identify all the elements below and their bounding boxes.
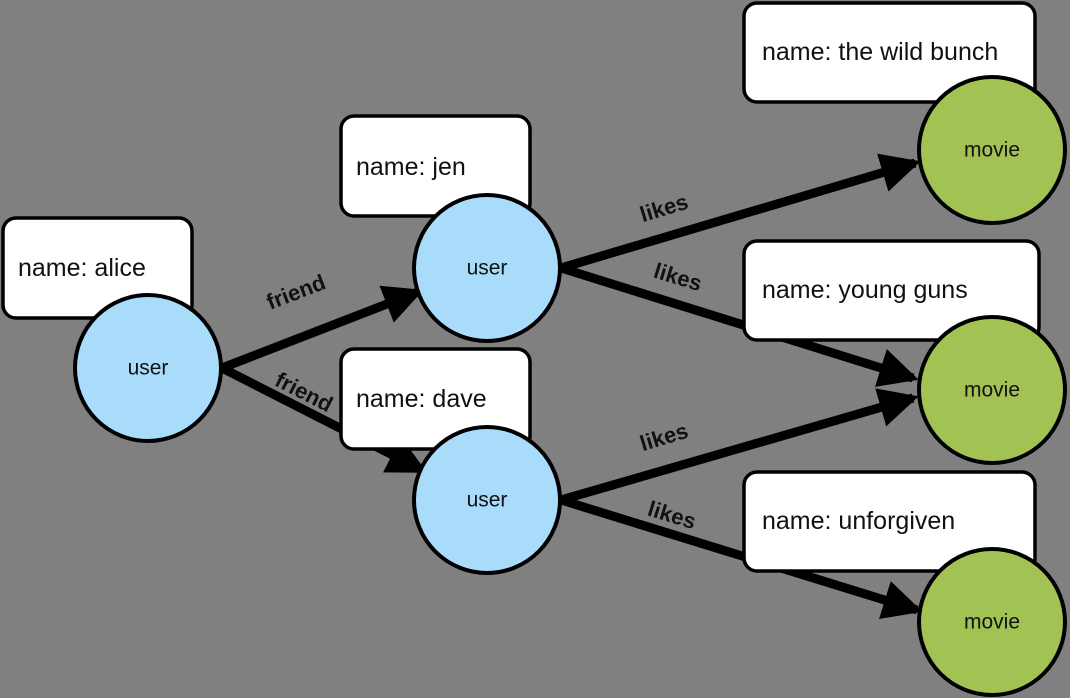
graph-edge [559,388,919,505]
property-boxes-layer: name: alice name: jen name: dave name: the … [1,1,1041,573]
property-box [742,239,1041,342]
graph-node-jen [412,193,562,343]
property-text: name: alice [18,254,146,282]
graph-edge [220,285,424,373]
graph-edge [559,495,923,619]
property-text: name: the wild bunch [762,38,998,66]
edge-label: friend [263,269,329,314]
node-type-label: movie [964,379,1020,402]
edge-label: likes [651,258,705,296]
edge-label: likes [637,418,691,456]
edges-layer [219,153,923,619]
node-type-label: user [467,257,508,280]
graph-node-young_guns [917,315,1067,465]
property-text: name: young guns [762,276,968,304]
graph-edge [219,363,428,475]
node-type-label: movie [964,611,1020,634]
property-box [742,1,1037,104]
graph-edge [559,153,921,273]
property-text: name: jen [356,153,466,181]
property-box [742,470,1037,573]
graph-node-unforgiven [917,547,1067,697]
node-type-label: movie [964,139,1020,162]
nodes-layer: user user user movie movie movie [73,75,1067,697]
graph-node-the_wild_bunch [917,75,1067,225]
graph-node-alice [73,293,223,443]
node-type-label: user [467,489,508,512]
node-type-label: user [128,357,169,380]
graph-edge [559,263,919,387]
edge-label: likes [637,189,691,227]
property-text: name: unforgiven [762,507,955,535]
graph-node-dave [412,425,562,575]
property-text: name: dave [356,385,487,413]
